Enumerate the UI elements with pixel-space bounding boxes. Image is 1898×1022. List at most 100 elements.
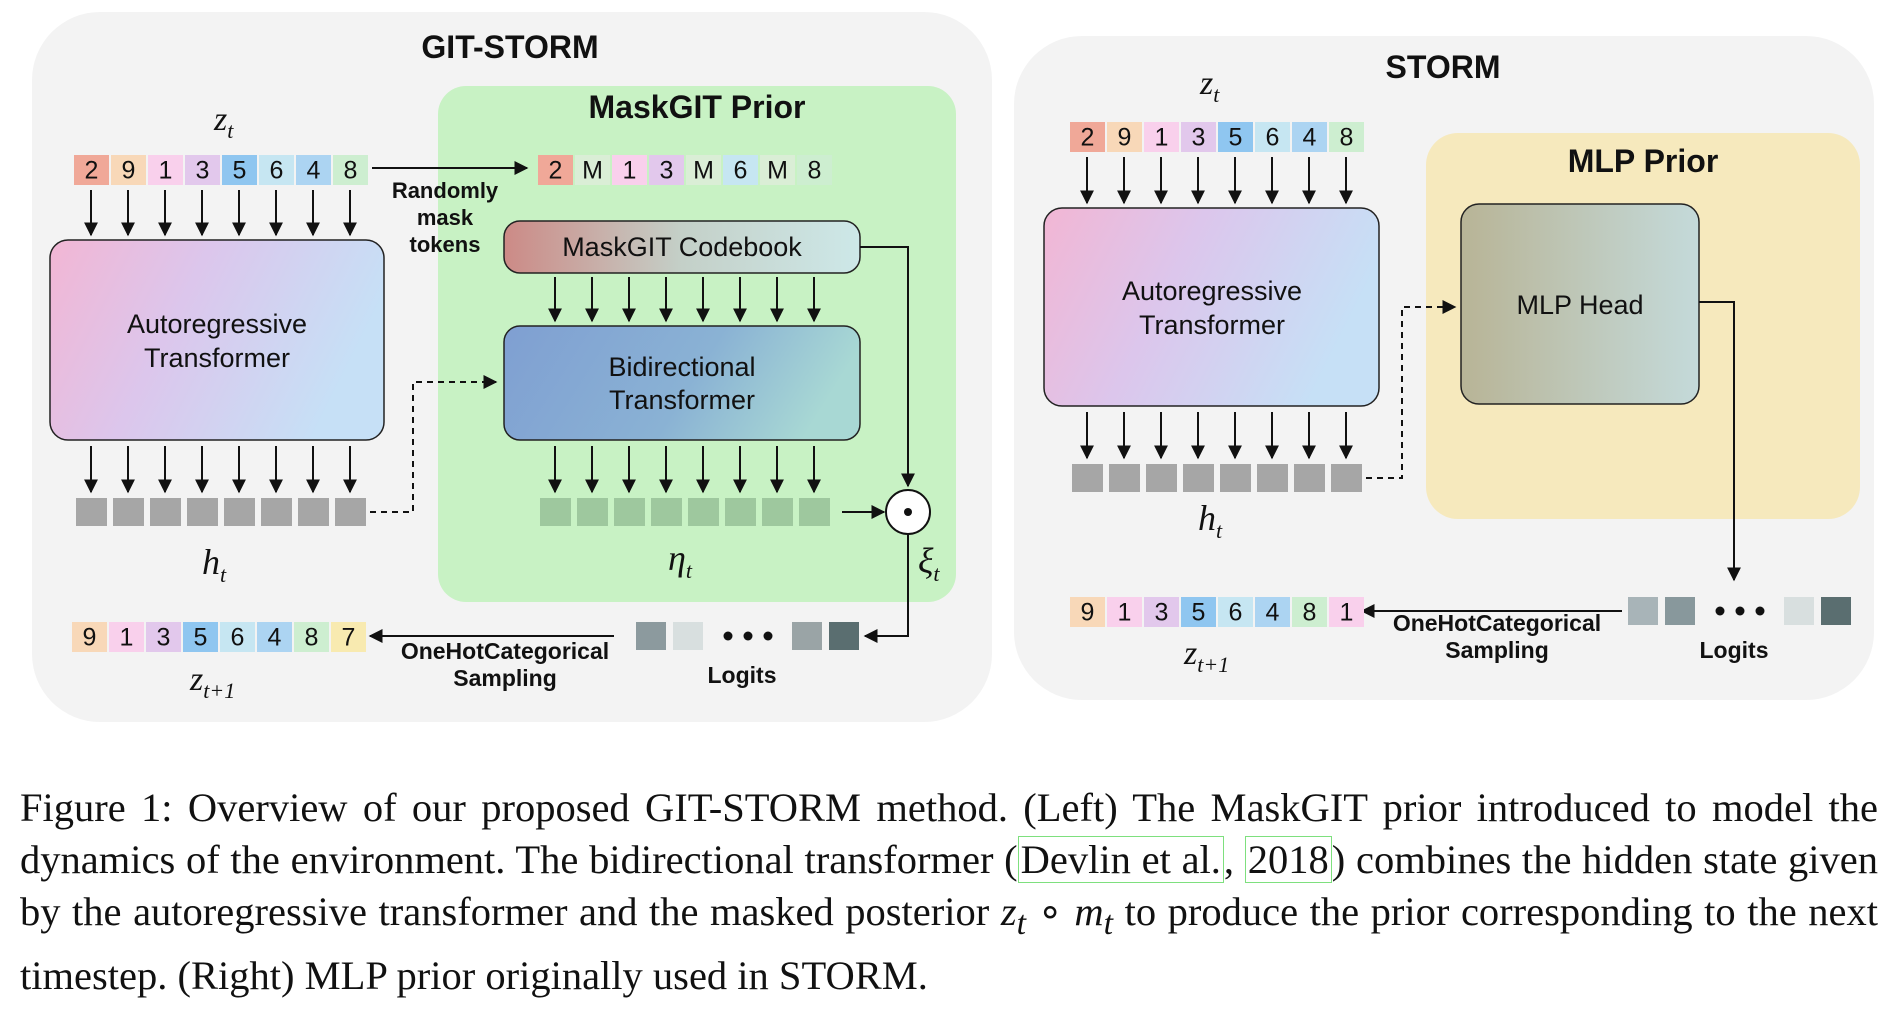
math-z-t: zt xyxy=(1000,889,1026,943)
eta-t-label: ηt xyxy=(668,538,693,583)
token-cell xyxy=(1070,122,1105,152)
token-value: 5 xyxy=(233,156,247,184)
token-cell xyxy=(575,155,610,185)
storm-title: STORM xyxy=(1386,49,1501,85)
logits-label-right: Logits xyxy=(1700,637,1769,663)
logit-cell xyxy=(1665,597,1695,625)
logit-cell xyxy=(673,622,703,650)
h-t-cells xyxy=(76,498,366,526)
token-cell xyxy=(259,155,294,185)
token-value: M xyxy=(693,156,714,184)
token-value: 4 xyxy=(1303,123,1317,151)
autoregressive-transformer-right xyxy=(1043,207,1380,407)
token-value: 5 xyxy=(1192,598,1206,626)
git-storm-title: GIT-STORM xyxy=(421,29,598,65)
token-value: 4 xyxy=(307,156,321,184)
citation-year-link[interactable]: 2018 xyxy=(1244,836,1332,883)
ellipsis-dot xyxy=(743,631,753,641)
token-value: 9 xyxy=(83,623,97,651)
ellipsis-dot xyxy=(1715,606,1725,616)
token-cell xyxy=(1329,122,1364,152)
token-cell xyxy=(686,155,721,185)
token-value: 6 xyxy=(270,156,284,184)
state-cell xyxy=(261,498,292,526)
token-value: 8 xyxy=(1340,123,1354,151)
h-t-cells-right xyxy=(1072,464,1362,492)
state-cell xyxy=(76,498,107,526)
maskgit-prior-title: MaskGIT Prior xyxy=(589,89,806,125)
token-value: 3 xyxy=(196,156,210,184)
token-cell xyxy=(1255,597,1290,627)
token-cell xyxy=(1255,122,1290,152)
mlp-head-label: MLP Head xyxy=(1516,290,1643,320)
token-cell xyxy=(111,155,146,185)
logit-cell xyxy=(829,622,859,650)
z-t-plus-1-label: zt+1 xyxy=(189,661,235,703)
token-cell xyxy=(538,155,573,185)
token-cell xyxy=(74,155,109,185)
state-cell xyxy=(1220,464,1251,492)
maskgit-codebook-label: MaskGIT Codebook xyxy=(562,232,802,262)
state-cell xyxy=(224,498,255,526)
h-t-label: ht xyxy=(202,542,227,587)
token-cell xyxy=(222,155,257,185)
token-value: 3 xyxy=(157,623,171,651)
z-t-label-right: zt xyxy=(1199,65,1220,107)
z-t-label: zt xyxy=(213,101,234,143)
token-cell xyxy=(1181,122,1216,152)
token-cell xyxy=(333,155,368,185)
state-cell xyxy=(113,498,144,526)
token-value: 3 xyxy=(1155,598,1169,626)
logits-cells-right xyxy=(1628,597,1851,625)
token-value: 5 xyxy=(194,623,208,651)
token-cell xyxy=(220,622,255,652)
state-cell xyxy=(1257,464,1288,492)
citation-author-link[interactable]: Devlin et al. xyxy=(1017,836,1224,883)
state-cell xyxy=(614,498,645,526)
xi-t-label: ξt xyxy=(918,541,940,586)
logit-cell xyxy=(636,622,666,650)
token-cell xyxy=(296,155,331,185)
token-value: 6 xyxy=(1229,598,1243,626)
codebook-arrows xyxy=(548,277,821,323)
token-value: 5 xyxy=(1229,123,1243,151)
token-cell xyxy=(1218,122,1253,152)
state-cell xyxy=(1183,464,1214,492)
hidden-arrows xyxy=(84,446,357,494)
token-value: 2 xyxy=(1081,123,1095,151)
token-value: 4 xyxy=(268,623,282,651)
token-arrows-right xyxy=(1080,157,1353,205)
token-cell xyxy=(1292,597,1327,627)
ellipsis-dot xyxy=(1755,606,1765,616)
token-value: 1 xyxy=(159,156,173,184)
state-cell xyxy=(799,498,830,526)
state-cell xyxy=(150,498,181,526)
logits-cells xyxy=(636,622,859,650)
token-value: 2 xyxy=(549,156,563,184)
state-cell xyxy=(1294,464,1325,492)
token-cell xyxy=(146,622,181,652)
state-cell xyxy=(762,498,793,526)
h-t-label-right: ht xyxy=(1198,498,1223,543)
elementwise-product-dot xyxy=(904,508,912,516)
math-m-t: mt xyxy=(1074,889,1114,943)
token-cell xyxy=(612,155,647,185)
token-value: M xyxy=(767,156,788,184)
token-value: 1 xyxy=(623,156,637,184)
token-cell xyxy=(1292,122,1327,152)
token-cell xyxy=(1218,597,1253,627)
state-cell xyxy=(298,498,329,526)
mlp-prior-title: MLP Prior xyxy=(1568,143,1719,179)
token-value: 9 xyxy=(122,156,136,184)
token-cell xyxy=(331,622,366,652)
token-value: 3 xyxy=(660,156,674,184)
token-cell xyxy=(109,622,144,652)
